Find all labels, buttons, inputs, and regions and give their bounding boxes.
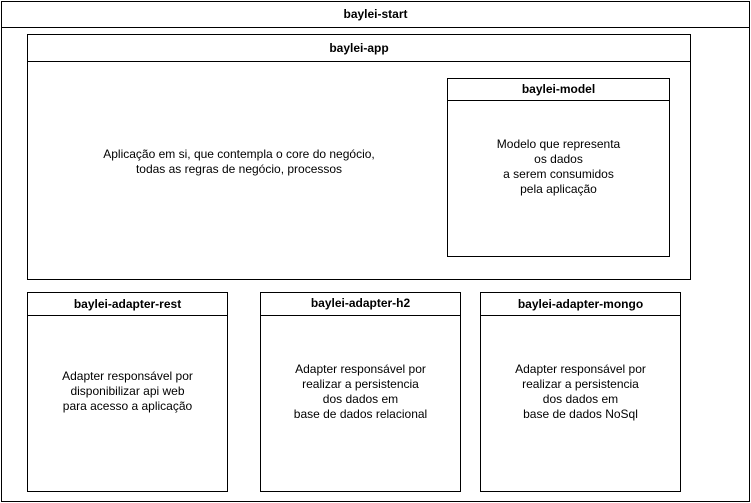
- description-line: Adapter responsável por: [295, 361, 426, 376]
- description-line: para acesso a aplicação: [62, 399, 193, 413]
- description-line: a serem consumidos: [503, 166, 614, 181]
- baylei-adapter-h2-description: Adapter responsável por realizar a persi…: [261, 316, 460, 491]
- baylei-model-container: baylei-model Modelo que representa os da…: [447, 78, 670, 257]
- baylei-adapter-rest-title: baylei-adapter-rest: [28, 293, 227, 316]
- description-line: os dados: [534, 151, 583, 166]
- baylei-start-title: baylei-start: [2, 2, 749, 28]
- baylei-adapter-h2-container: baylei-adapter-h2 Adapter responsável po…: [260, 292, 461, 492]
- baylei-adapter-mongo-description: Adapter responsável por realizar a persi…: [481, 316, 680, 491]
- description-line: dos dados em: [542, 391, 619, 406]
- description-line: dos dados em: [322, 391, 399, 406]
- baylei-adapter-rest-container: baylei-adapter-rest Adapter responsável …: [27, 292, 228, 492]
- description-line: base de dados NoSql: [523, 406, 638, 421]
- baylei-adapter-h2-title: baylei-adapter-h2: [261, 293, 460, 316]
- description-line: base de dados relacional: [293, 406, 428, 421]
- description-line: Modelo que representa: [496, 136, 621, 151]
- description-line: Adapter responsável por: [62, 369, 193, 383]
- baylei-model-title: baylei-model: [448, 79, 669, 101]
- baylei-adapter-rest-description: Adapter responsável por disponibilizar a…: [28, 316, 227, 491]
- description-line: Adapter responsável por: [515, 361, 646, 376]
- description-line: Aplicação em si, que contempla o core do…: [103, 146, 375, 161]
- baylei-app-title: baylei-app: [28, 35, 690, 62]
- baylei-adapter-mongo-title: baylei-adapter-mongo: [481, 293, 680, 316]
- baylei-app-description: Aplicação em si, que contempla o core do…: [28, 62, 690, 279]
- description-line: realizar a persistencia: [522, 376, 639, 391]
- description-line: todas as regras de negócio, processos: [135, 161, 343, 176]
- baylei-adapter-mongo-container: baylei-adapter-mongo Adapter responsável…: [480, 292, 681, 492]
- baylei-model-description: Modelo que representa os dados a serem c…: [448, 101, 669, 256]
- description-line: pela aplicação: [520, 181, 597, 196]
- description-line: realizar a persistencia: [302, 376, 419, 391]
- description-line: disponibilizar api web: [70, 384, 185, 398]
